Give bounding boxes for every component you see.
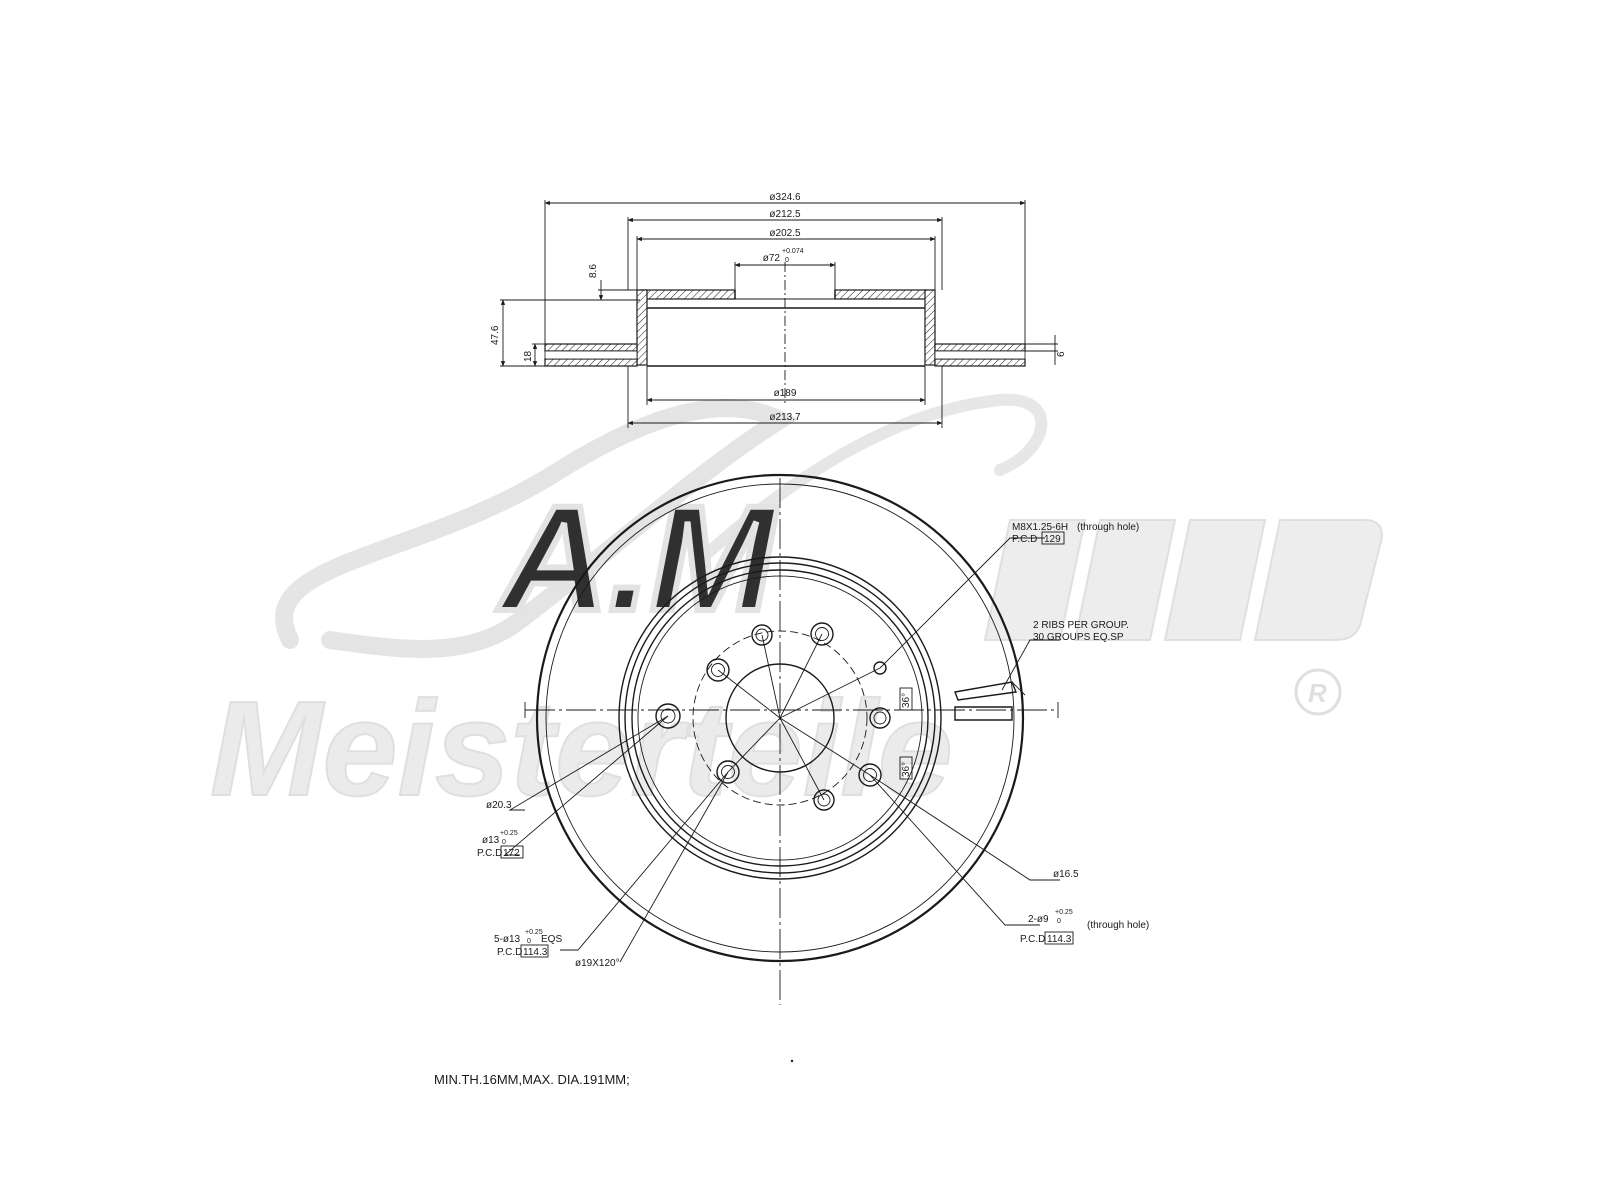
bolt-pcd-circle	[692, 630, 868, 806]
dim-hat-flange-diameter: ø213.7	[769, 412, 801, 423]
disc-outer-edge-inner	[545, 483, 1015, 953]
bolt-holes-suffix-label: EQS	[541, 934, 562, 945]
dim-center-bore-tol-upper: +0.074	[782, 248, 804, 255]
angle-bottom-label: 36°	[901, 762, 912, 777]
bolt-hole	[810, 622, 834, 646]
countersink-label: ø19X120°	[575, 958, 620, 969]
center-bore-circle	[725, 663, 835, 773]
dim-disc-thickness: 18	[523, 350, 534, 362]
bolt-hole	[716, 760, 740, 784]
bolt-hole	[751, 624, 773, 646]
plan-view: 36° 36° M8X1.25-6H (through hole) P.C.D …	[477, 473, 1149, 1005]
dim-hat-outer-diameter: ø212.5	[769, 209, 801, 220]
watermark-brand: Meisterteile	[210, 673, 953, 824]
drawing-dot	[790, 1059, 794, 1063]
hat-wall-right	[924, 289, 936, 366]
locator-pcd-label: P.C.D	[1020, 934, 1045, 945]
bolt-pcd-label: P.C.D	[497, 947, 522, 958]
ribs-note-line1: 2 RIBS PER GROUP.	[1033, 620, 1129, 631]
pilot-pcd-value: 172	[503, 848, 520, 859]
pilot-diameter-label: ø13	[482, 835, 500, 846]
dim-hat-depth: 8.6	[588, 264, 599, 278]
hat-bottom-circle	[637, 575, 923, 861]
bolt-hole	[869, 707, 891, 729]
hole-16-label: ø16.5	[1053, 869, 1079, 880]
hat-outer-circle	[624, 562, 936, 874]
locator-tol-label: +0.25	[1055, 909, 1073, 916]
pilot-tol-lower-label: 0	[502, 839, 506, 846]
locator-note-label: (through hole)	[1087, 920, 1149, 931]
pilot-tol-label: +0.25	[500, 830, 518, 837]
watermark-script: A.M	[496, 474, 778, 642]
disc-right-lower	[934, 358, 1026, 367]
dim-hat-wall: 6	[1056, 351, 1067, 357]
bolt-pcd-value: 114.3	[523, 947, 548, 958]
disc-right-upper	[934, 343, 1026, 352]
thread-pcd-label: P.C.D	[1012, 534, 1037, 545]
pilot-pcd-label: P.C.D	[477, 848, 502, 859]
bolt-holes-tol-label: +0.25	[525, 929, 543, 936]
locator-holes-label: 2-ø9	[1028, 914, 1049, 925]
bolt-holes-label: 5-ø13	[494, 934, 521, 945]
disc-left-upper	[544, 343, 638, 352]
locator-pcd-value: 114.3	[1047, 934, 1072, 945]
vent-right	[934, 350, 1026, 360]
dim-outer-diameter: ø324.6	[769, 192, 801, 203]
bolt-hole-group	[655, 622, 891, 811]
thread-note-label: (through hole)	[1077, 522, 1139, 533]
hat-wall-left	[636, 289, 648, 366]
vent-rib-detail	[954, 681, 1026, 721]
disc-outer-edge	[535, 473, 1025, 963]
hat-top-left	[639, 289, 736, 300]
section-view: ø324.6 ø212.5 ø202.5 ø72 +0.074 0 8.6 47…	[490, 192, 1067, 428]
bolt-hole	[655, 703, 681, 729]
disc-left-lower	[544, 358, 638, 367]
svg-text:R: R	[1308, 678, 1327, 708]
locator-tol-lower-label: 0	[1057, 918, 1061, 925]
watermark-logo-bars	[983, 519, 1383, 641]
thread-hole	[873, 661, 887, 675]
watermark-registered-mark: R	[1294, 668, 1342, 716]
dim-hat-inner-diameter: ø202.5	[769, 228, 801, 239]
bolt-hole	[858, 763, 882, 787]
dim-center-bore: ø72	[763, 253, 781, 264]
hat-inner-circle	[631, 569, 929, 867]
ribs-note-line2: 30 GROUPS EQ.SP	[1033, 632, 1124, 643]
hat-flange-circle	[618, 556, 942, 880]
thread-spec-label: M8X1.25-6H	[1012, 522, 1068, 533]
dim-overall-height: 47.6	[490, 325, 501, 345]
watermark-swoosh-2	[694, 393, 1048, 566]
thread-pcd-value: 129	[1044, 534, 1061, 545]
footer-note: MIN.TH.16MM,MAX. DIA.191MM;	[434, 1072, 630, 1087]
vent-left	[544, 350, 638, 360]
small-bore-label: ø20.3	[486, 800, 512, 811]
dim-hat-bottom-diameter: ø189	[774, 388, 797, 399]
angle-top-label: 36°	[901, 693, 912, 708]
bolt-holes-tol-lower-label: 0	[527, 938, 531, 945]
bolt-hole	[813, 789, 835, 811]
hat-top-right	[834, 289, 928, 300]
watermark: A.M Meisterteile R	[209, 393, 1383, 825]
bolt-hole	[706, 658, 730, 682]
watermark-swoosh	[275, 399, 799, 658]
dim-center-bore-tol-lower: 0	[785, 257, 789, 264]
